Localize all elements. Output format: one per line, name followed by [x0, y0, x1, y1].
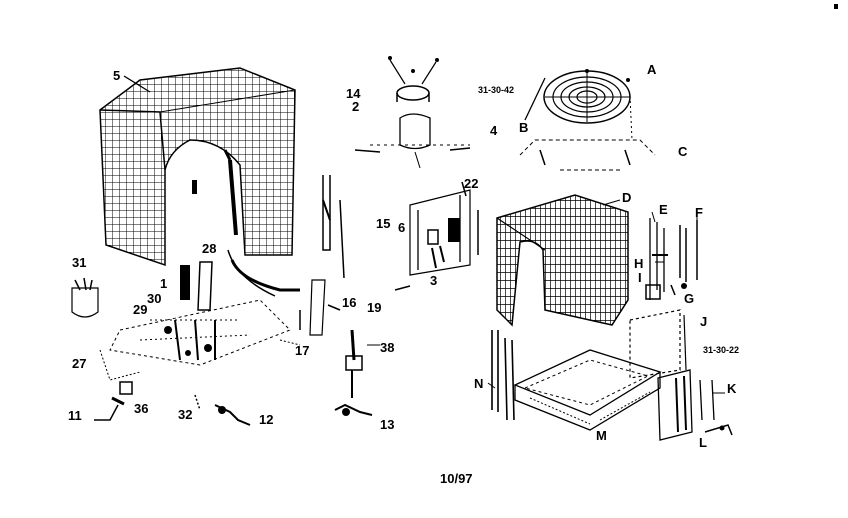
label-K: K	[727, 381, 737, 396]
label-D: D	[622, 190, 631, 205]
label-L: L	[699, 435, 707, 450]
label-H: H	[634, 256, 643, 271]
label-15: 15	[376, 216, 390, 231]
label-17: 17	[295, 343, 309, 358]
label-N: N	[474, 376, 483, 391]
coil-part-5	[99, 67, 296, 267]
base-pan-part-M	[513, 349, 662, 431]
label-19: 19	[367, 300, 381, 315]
base-assembly-parts	[99, 261, 291, 381]
service-valve-part-16	[279, 175, 411, 346]
leader-lines	[123, 75, 725, 394]
label-M: M	[596, 428, 607, 443]
label-29: 29	[133, 302, 147, 317]
label-G: G	[684, 291, 694, 306]
label-6: 6	[398, 220, 405, 235]
label-27: 27	[72, 356, 86, 371]
fan-guard-part-A	[543, 69, 633, 141]
label-1: 1	[160, 276, 167, 291]
label-3: 3	[430, 273, 437, 288]
footer-date: 10/97	[440, 471, 473, 486]
fan-part-C	[519, 139, 656, 171]
side-panel-part-K	[657, 369, 733, 441]
valve-part-38	[334, 329, 373, 416]
label-36: 36	[134, 401, 148, 416]
panel-part-J	[629, 309, 687, 379]
label-31-30-42: 31-30-42	[478, 85, 514, 95]
label-C: C	[678, 144, 688, 159]
control-panel-part-6	[409, 181, 479, 276]
label-4: 4	[490, 123, 498, 138]
label-38: 38	[380, 340, 394, 355]
refrigerant-lines	[227, 249, 300, 297]
label-28: 28	[202, 241, 216, 256]
label-32: 32	[178, 407, 192, 422]
valve-part-32-12	[194, 394, 251, 426]
label-22: 22	[464, 176, 478, 191]
coil-guard-part-D	[496, 194, 629, 327]
label-E: E	[659, 202, 668, 217]
post-part-N	[491, 330, 515, 421]
accumulator-part-31	[71, 277, 99, 318]
label-11: 11	[68, 408, 82, 423]
label-F: F	[695, 205, 703, 220]
label-I: I	[638, 270, 642, 285]
fitting-part-11-36	[94, 381, 133, 421]
label-30: 30	[147, 291, 161, 306]
label-16: 16	[342, 295, 356, 310]
label-14: 14	[346, 86, 361, 101]
label-31-30-22: 31-30-22	[703, 345, 739, 355]
label-13: 13	[380, 417, 394, 432]
label-12: 12	[259, 412, 273, 427]
label-2: 2	[352, 99, 359, 114]
fan-motor-part-14	[354, 56, 471, 169]
label-J: J	[700, 314, 707, 329]
label-A: A	[647, 62, 657, 77]
control-parts-E-F-G-H	[645, 218, 698, 300]
corner-mark	[834, 4, 838, 9]
label-31: 31	[72, 255, 86, 270]
label-5: 5	[113, 68, 120, 83]
label-B: B	[519, 120, 528, 135]
